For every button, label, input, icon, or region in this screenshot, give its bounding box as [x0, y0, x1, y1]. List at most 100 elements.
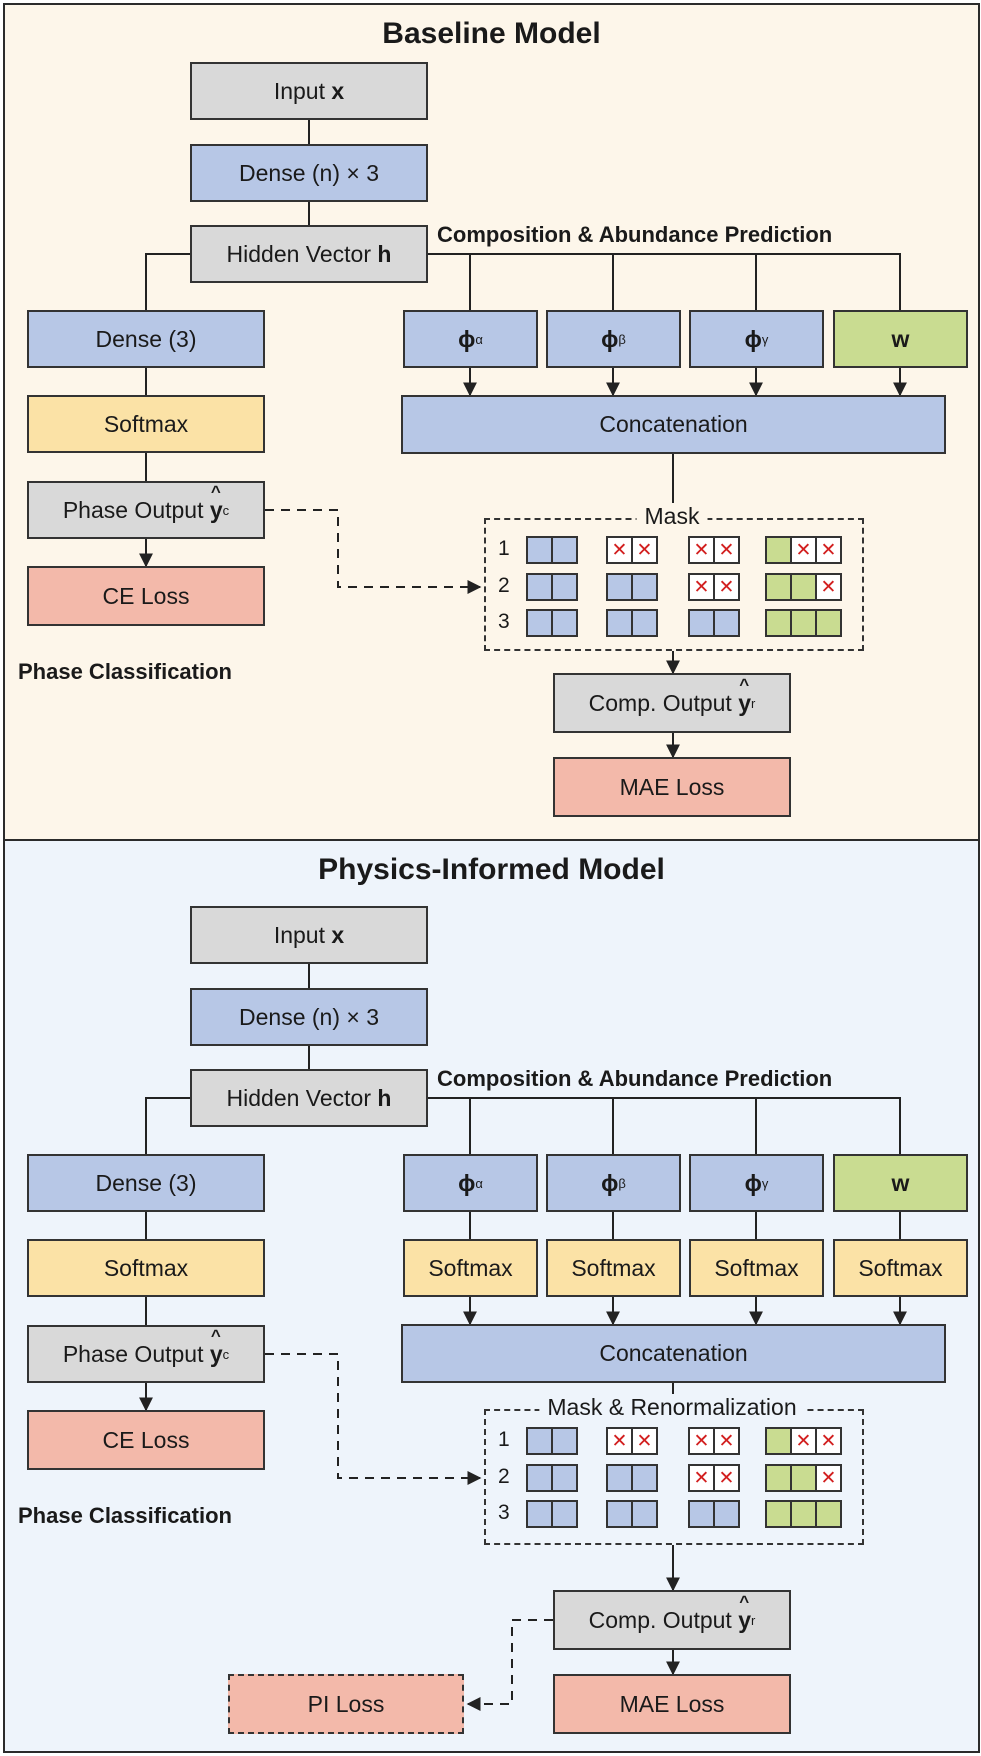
- baseline-mask-cell: [631, 609, 658, 637]
- physics-composition-label: Composition & Abundance Prediction: [437, 1066, 833, 1091]
- baseline-mask-cell: [526, 573, 553, 601]
- baseline-head-4: w: [833, 310, 968, 368]
- baseline-masked-cell: [790, 536, 817, 564]
- baseline-mask-cell: [606, 573, 633, 601]
- baseline-dense-stack-box-label: Dense (n) × 3: [239, 159, 379, 186]
- baseline-masked-cell: [815, 536, 842, 564]
- baseline-comp-output-box-variable: y: [738, 675, 751, 717]
- physics-mask-title: Mask & Renormalization: [539, 1394, 805, 1421]
- physics-mask-cell: [688, 1500, 715, 1528]
- physics-head-symbol: w: [891, 1169, 910, 1196]
- physics-mask-cell: [790, 1500, 817, 1528]
- baseline-mae-loss-box-label: MAE Loss: [619, 773, 725, 800]
- physics-input-box-variable: x: [331, 921, 345, 948]
- physics-head-softmax-3: Softmax: [689, 1239, 824, 1297]
- baseline-mask-cell: [551, 573, 578, 601]
- baseline-hidden-vector-box: Hidden Vector h: [190, 225, 428, 283]
- physics-phase-classification-label: Phase Classification: [18, 1503, 232, 1528]
- baseline-head-symbol: ϕ: [744, 325, 762, 352]
- baseline-comp-output-box: Comp. Output yr: [553, 673, 791, 733]
- physics-hidden-vector-box: Hidden Vector h: [190, 1069, 428, 1127]
- physics-ce-loss-box: CE Loss: [27, 1410, 265, 1470]
- baseline-phase-output-box-subscript: c: [222, 502, 230, 518]
- physics-phase-output-box-subscript: c: [222, 1346, 230, 1362]
- physics-masked-cell: [790, 1427, 817, 1455]
- baseline-mask-cell: [551, 609, 578, 637]
- baseline-mask-cell: [815, 609, 842, 637]
- physics-head-softmax-4: Softmax: [833, 1239, 968, 1297]
- physics-input-box: Input x: [190, 906, 428, 964]
- baseline-masked-cell: [815, 573, 842, 601]
- baseline-concatenation-box-label: Concatenation: [599, 411, 748, 437]
- physics-head-softmax-1-label: Softmax: [428, 1254, 513, 1281]
- baseline-masked-cell: [688, 536, 715, 564]
- baseline-comp-output-box-subscript: r: [751, 695, 756, 711]
- baseline-phase-to-mask: [265, 509, 482, 594]
- physics-masked-cell: [688, 1427, 715, 1455]
- physics-phase-output-box-variable: y: [210, 1326, 223, 1368]
- physics-mask-cell: [713, 1500, 740, 1528]
- baseline-dense-stack-box: Dense (n) × 3: [190, 144, 428, 202]
- physics-dense-stack-box-label: Dense (n) × 3: [239, 1003, 379, 1030]
- physics-mask-cell: [551, 1500, 578, 1528]
- baseline-ce-loss-box: CE Loss: [27, 566, 265, 626]
- baseline-mask-cell: [526, 609, 553, 637]
- physics-dense-stack-box: Dense (n) × 3: [190, 988, 428, 1046]
- baseline-head-symbol: ϕ: [601, 325, 619, 352]
- physics-softmax-box-label: Softmax: [103, 1254, 189, 1281]
- physics-head-softmax-2: Softmax: [546, 1239, 681, 1297]
- physics-head-softmax-4-label: Softmax: [858, 1254, 943, 1281]
- physics-phase-output-box-text: Phase Output: [62, 1340, 210, 1367]
- physics-masked-cell: [606, 1427, 633, 1455]
- physics-comp-output-box-text: Comp. Output: [588, 1606, 739, 1633]
- physics-head-4: w: [833, 1154, 968, 1212]
- physics-phase-to-mask: [265, 1353, 482, 1485]
- baseline-phase-output-box: Phase Output yc: [27, 481, 265, 539]
- baseline-head-superscript: α: [475, 331, 483, 347]
- baseline-hidden-to-heads: [428, 253, 901, 310]
- physics-title: Physics-Informed Model: [318, 853, 665, 886]
- baseline-mask-row-label: 3: [498, 610, 510, 633]
- baseline-mask-row-label: 1: [498, 537, 510, 560]
- baseline-head-superscript: β: [618, 331, 626, 347]
- baseline-masked-cell: [606, 536, 633, 564]
- baseline-input-box-variable: x: [331, 77, 345, 104]
- physics-phase-output-box: Phase Output yc: [27, 1325, 265, 1383]
- baseline-mask-cell: [765, 609, 792, 637]
- baseline-ce-loss-box-label: CE Loss: [102, 582, 190, 609]
- baseline-hidden-vector-box-variable: h: [377, 240, 392, 267]
- baseline-masked-cell: [688, 573, 715, 601]
- physics-masked-cell: [713, 1464, 740, 1492]
- physics-comp-to-pi: [466, 1619, 553, 1711]
- baseline-mask-cell: [790, 573, 817, 601]
- baseline-mask-cell: [551, 536, 578, 564]
- baseline-mask-cell: [606, 609, 633, 637]
- physics-mask-cell: [631, 1500, 658, 1528]
- physics-pi-loss-box-label: PI Loss: [307, 1690, 385, 1717]
- physics-concatenation-box: Concatenation: [401, 1324, 946, 1383]
- physics-mask-cell: [765, 1427, 792, 1455]
- physics-mask-cell: [551, 1464, 578, 1492]
- physics-head-softmax-2-label: Softmax: [571, 1254, 656, 1281]
- baseline-hidden-vector-box-text: Hidden Vector: [226, 240, 378, 267]
- physics-input-box-text: Input: [273, 921, 332, 948]
- baseline-concatenation-box: Concatenation: [401, 395, 946, 454]
- physics-comp-output-box-subscript: r: [751, 1612, 756, 1628]
- physics-head-superscript: α: [475, 1175, 483, 1191]
- physics-masked-cell: [688, 1464, 715, 1492]
- physics-softmax-box: Softmax: [27, 1239, 265, 1297]
- physics-pi-loss-box: PI Loss: [228, 1674, 464, 1734]
- physics-concatenation-box-label: Concatenation: [599, 1340, 748, 1366]
- physics-comp-output-box-variable: y: [738, 1592, 751, 1634]
- physics-dense3-box: Dense (3): [27, 1154, 265, 1212]
- physics-mask-cell: [526, 1464, 553, 1492]
- physics-masked-cell: [815, 1427, 842, 1455]
- physics-mask-cell: [765, 1500, 792, 1528]
- physics-hidden-to-heads: [428, 1097, 901, 1154]
- baseline-dense3-box-label: Dense (3): [95, 325, 197, 352]
- physics-mask-cell: [526, 1427, 553, 1455]
